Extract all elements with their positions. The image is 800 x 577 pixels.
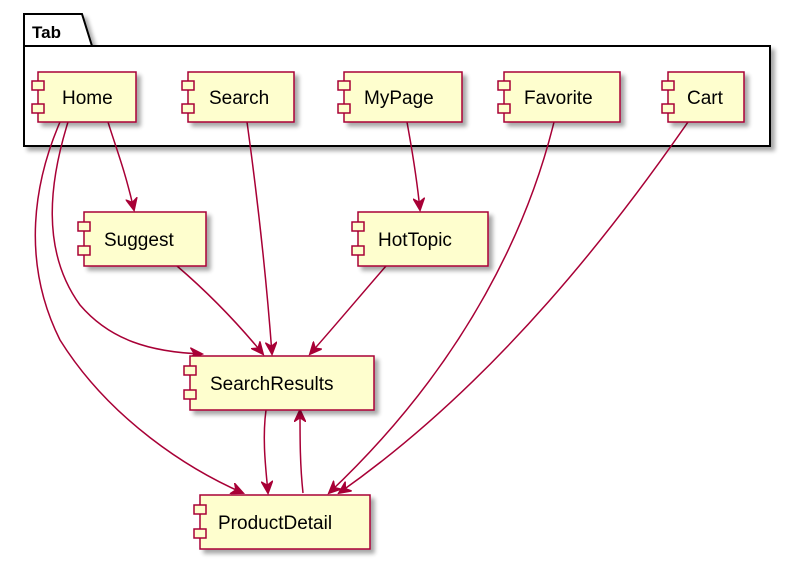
component-home-label: Home [62, 88, 113, 109]
component-searchresults-label: SearchResults [210, 374, 334, 395]
component-productdetail-label: ProductDetail [218, 513, 332, 534]
component-favorite: Favorite [497, 71, 621, 123]
edge-productdetail-searchresults [300, 410, 303, 494]
component-cart: Cart [661, 71, 745, 123]
edge-hottopic-searchresults [310, 265, 387, 354]
component-hottopic-label: HotTopic [378, 230, 452, 251]
edge-home-suggest [107, 121, 134, 210]
component-search: Search [181, 71, 295, 123]
edge-home-productdetail [34, 121, 243, 493]
edge-favorite-productdetail [329, 121, 555, 493]
edge-suggest-searchresults [176, 265, 263, 354]
edges [34, 121, 689, 494]
component-suggest-label: Suggest [104, 230, 174, 251]
package-tab-label: Tab [32, 23, 61, 42]
component-favorite-label: Favorite [524, 88, 593, 109]
edge-search-searchresults [246, 121, 272, 354]
edge-mypage-hottopic [406, 121, 420, 210]
component-productdetail: ProductDetail [193, 494, 371, 550]
component-hottopic: HotTopic [351, 211, 489, 267]
component-searchresults: SearchResults [183, 355, 375, 411]
component-mypage: MyPage [337, 71, 463, 123]
component-cart-label: Cart [687, 88, 724, 109]
component-suggest: Suggest [77, 211, 207, 267]
component-home: Home [31, 71, 137, 123]
edge-cart-productdetail [339, 121, 689, 493]
edge-searchresults-productdetail [264, 409, 268, 493]
edge-home-searchresults [51, 121, 202, 354]
component-mypage-label: MyPage [364, 88, 434, 109]
component-search-label: Search [209, 88, 269, 109]
